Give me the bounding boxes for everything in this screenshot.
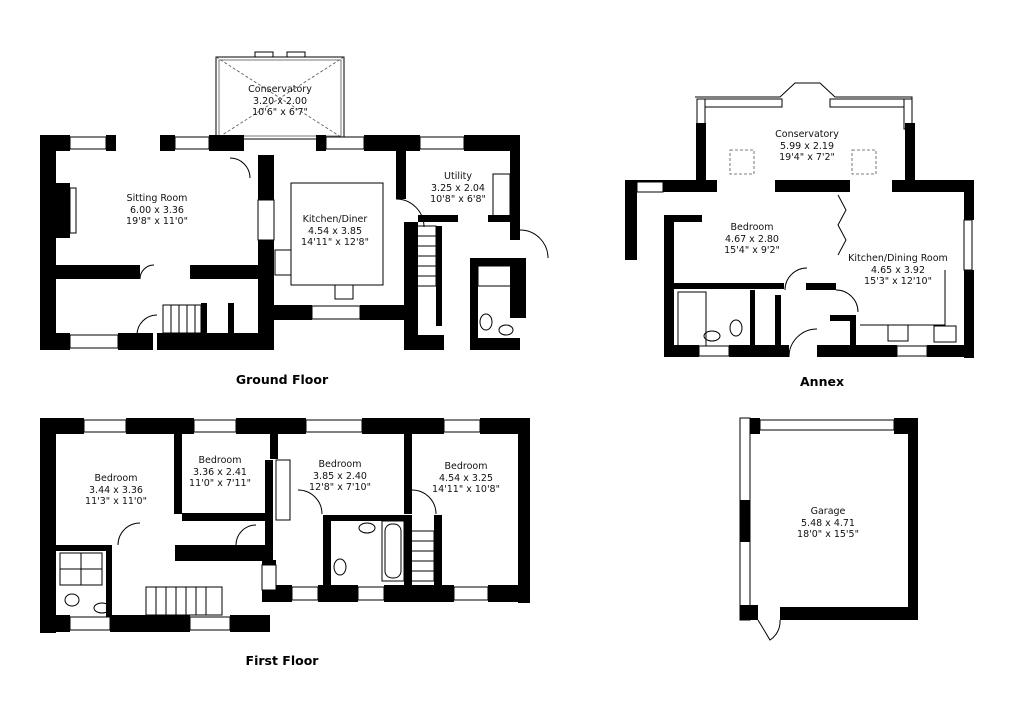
room-imperial: 15'3" x 12'10"	[864, 276, 932, 287]
room-metric: 4.54 x 3.25	[439, 472, 493, 484]
room-imperial: 14'11" x 10'8"	[432, 484, 500, 495]
room-label-ax-kitchen-dining: Kitchen/Dining Room 4.65 x 3.92 15'3" x …	[848, 253, 948, 288]
room-imperial: 19'4" x 7'2"	[779, 152, 835, 163]
room-name: Sitting Room	[126, 193, 188, 204]
room-imperial: 15'4" x 9'2"	[724, 245, 780, 256]
room-imperial: 12'8" x 7'10"	[309, 482, 371, 493]
room-metric: 5.99 x 2.19	[780, 140, 834, 152]
room-label-gf-sitting-room: Sitting Room 6.00 x 3.36 19'8" x 11'0"	[126, 193, 188, 228]
ground-floor-title: Ground Floor	[235, 372, 329, 387]
room-name: Kitchen/Diner	[302, 214, 368, 225]
room-metric: 3.85 x 2.40	[313, 470, 367, 482]
room-imperial: 18'0" x 15'5"	[797, 529, 859, 540]
room-name: Bedroom	[318, 459, 362, 470]
room-imperial: 11'3" x 11'0"	[85, 496, 147, 507]
room-imperial: 19'8" x 11'0"	[126, 216, 188, 227]
room-label-gf-utility: Utility 3.25 x 2.04 10'8" x 6'8"	[430, 171, 486, 206]
room-label-ff-bedroom-1: Bedroom 3.44 x 3.36 11'3" x 11'0"	[85, 473, 147, 508]
room-metric: 3.44 x 3.36	[89, 484, 143, 496]
room-label-gf-conservatory: Conservatory 3.20 x 2.00 10'6" x 6'7"	[248, 84, 312, 119]
room-metric: 4.65 x 3.92	[871, 264, 925, 276]
room-metric: 3.25 x 2.04	[431, 182, 485, 194]
room-imperial: 10'6" x 6'7"	[252, 107, 308, 118]
room-name: Bedroom	[730, 222, 774, 233]
first-floor-plan	[40, 418, 530, 633]
room-metric: 3.36 x 2.41	[193, 466, 247, 478]
room-metric: 5.48 x 4.71	[801, 517, 855, 529]
first-floor-title: First Floor	[245, 653, 319, 668]
ground-floor-plan	[40, 51, 549, 350]
room-label-ff-bedroom-2: Bedroom 3.36 x 2.41 11'0" x 7'11"	[189, 455, 251, 490]
room-label-ax-conservatory: Conservatory 5.99 x 2.19 19'4" x 7'2"	[775, 129, 839, 164]
room-metric: 4.54 x 3.85	[308, 225, 362, 237]
room-imperial: 10'8" x 6'8"	[430, 194, 486, 205]
room-imperial: 11'0" x 7'11"	[189, 478, 251, 489]
room-metric: 4.67 x 2.80	[725, 233, 779, 245]
room-metric: 3.20 x 2.00	[253, 95, 307, 107]
room-name: Bedroom	[444, 461, 488, 472]
room-name: Bedroom	[94, 473, 138, 484]
annex-title: Annex	[799, 374, 845, 389]
room-imperial: 14'11" x 12'8"	[301, 237, 369, 248]
room-label-ff-bedroom-3: Bedroom 3.85 x 2.40 12'8" x 7'10"	[309, 459, 371, 494]
annex-plan	[625, 82, 974, 358]
room-label-garage: Garage 5.48 x 4.71 18'0" x 15'5"	[797, 506, 859, 541]
room-label-ff-bedroom-4: Bedroom 4.54 x 3.25 14'11" x 10'8"	[432, 461, 500, 496]
room-name: Garage	[810, 506, 846, 517]
room-name: Conservatory	[775, 129, 839, 140]
garage-plan	[739, 417, 918, 641]
room-metric: 6.00 x 3.36	[130, 204, 184, 216]
room-name: Conservatory	[248, 84, 312, 95]
room-label-gf-kitchen-diner: Kitchen/Diner 4.54 x 3.85 14'11" x 12'8"	[301, 214, 369, 249]
room-label-ax-bedroom: Bedroom 4.67 x 2.80 15'4" x 9'2"	[724, 222, 780, 257]
room-name: Kitchen/Dining Room	[848, 253, 948, 264]
room-name: Utility	[444, 171, 472, 182]
room-name: Bedroom	[198, 455, 242, 466]
